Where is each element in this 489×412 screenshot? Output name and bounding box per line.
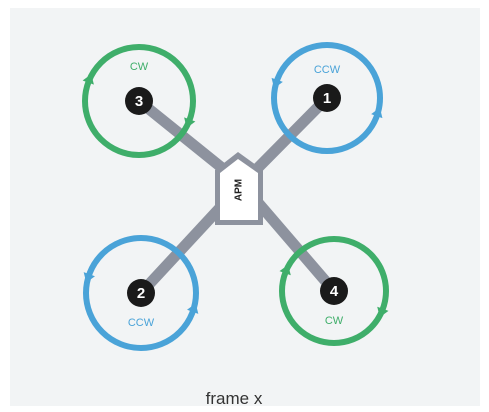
apm-controller: APM <box>215 152 263 225</box>
motor-hub-rear-right <box>320 277 348 305</box>
controller-face <box>220 159 258 220</box>
rotor-ring-front-right <box>271 42 383 154</box>
rotor-direction-label: CCW <box>128 317 155 329</box>
direction-arrow-icon <box>279 264 291 276</box>
rotor-front-right: CCW 1 <box>271 42 383 154</box>
motor-hub-rear-left <box>127 279 155 307</box>
direction-arrow-icon <box>83 272 95 283</box>
motor-number: 3 <box>135 93 143 110</box>
direction-arrow-icon <box>371 107 383 119</box>
motor-number: 4 <box>330 283 339 300</box>
direction-arrow-icon <box>377 306 389 318</box>
motor-number: 2 <box>137 285 145 302</box>
rotor-direction-label: CW <box>325 315 344 327</box>
rotor-rear-left: CCW 2 <box>83 235 199 351</box>
frame-caption: frame x <box>206 389 263 408</box>
rotor-ring-rear-right <box>279 236 389 346</box>
rotor-ring-front-left <box>82 44 196 158</box>
controller-label: APM <box>234 179 245 201</box>
motor-number: 1 <box>323 90 331 107</box>
rotor-ring-rear-left <box>83 235 199 351</box>
direction-arrow-icon <box>82 74 94 85</box>
rotor-rear-right: CW 4 <box>279 236 389 346</box>
rotor-direction-label: CW <box>130 61 149 73</box>
direction-arrow-icon <box>271 77 283 89</box>
rotor-front-left: CW 3 <box>82 44 196 158</box>
motor-hub-front-left <box>125 87 153 115</box>
direction-arrow-icon <box>184 117 196 128</box>
direction-arrow-icon <box>187 303 199 314</box>
rotor-direction-label: CCW <box>314 64 341 76</box>
motor-hub-front-right <box>313 84 341 112</box>
